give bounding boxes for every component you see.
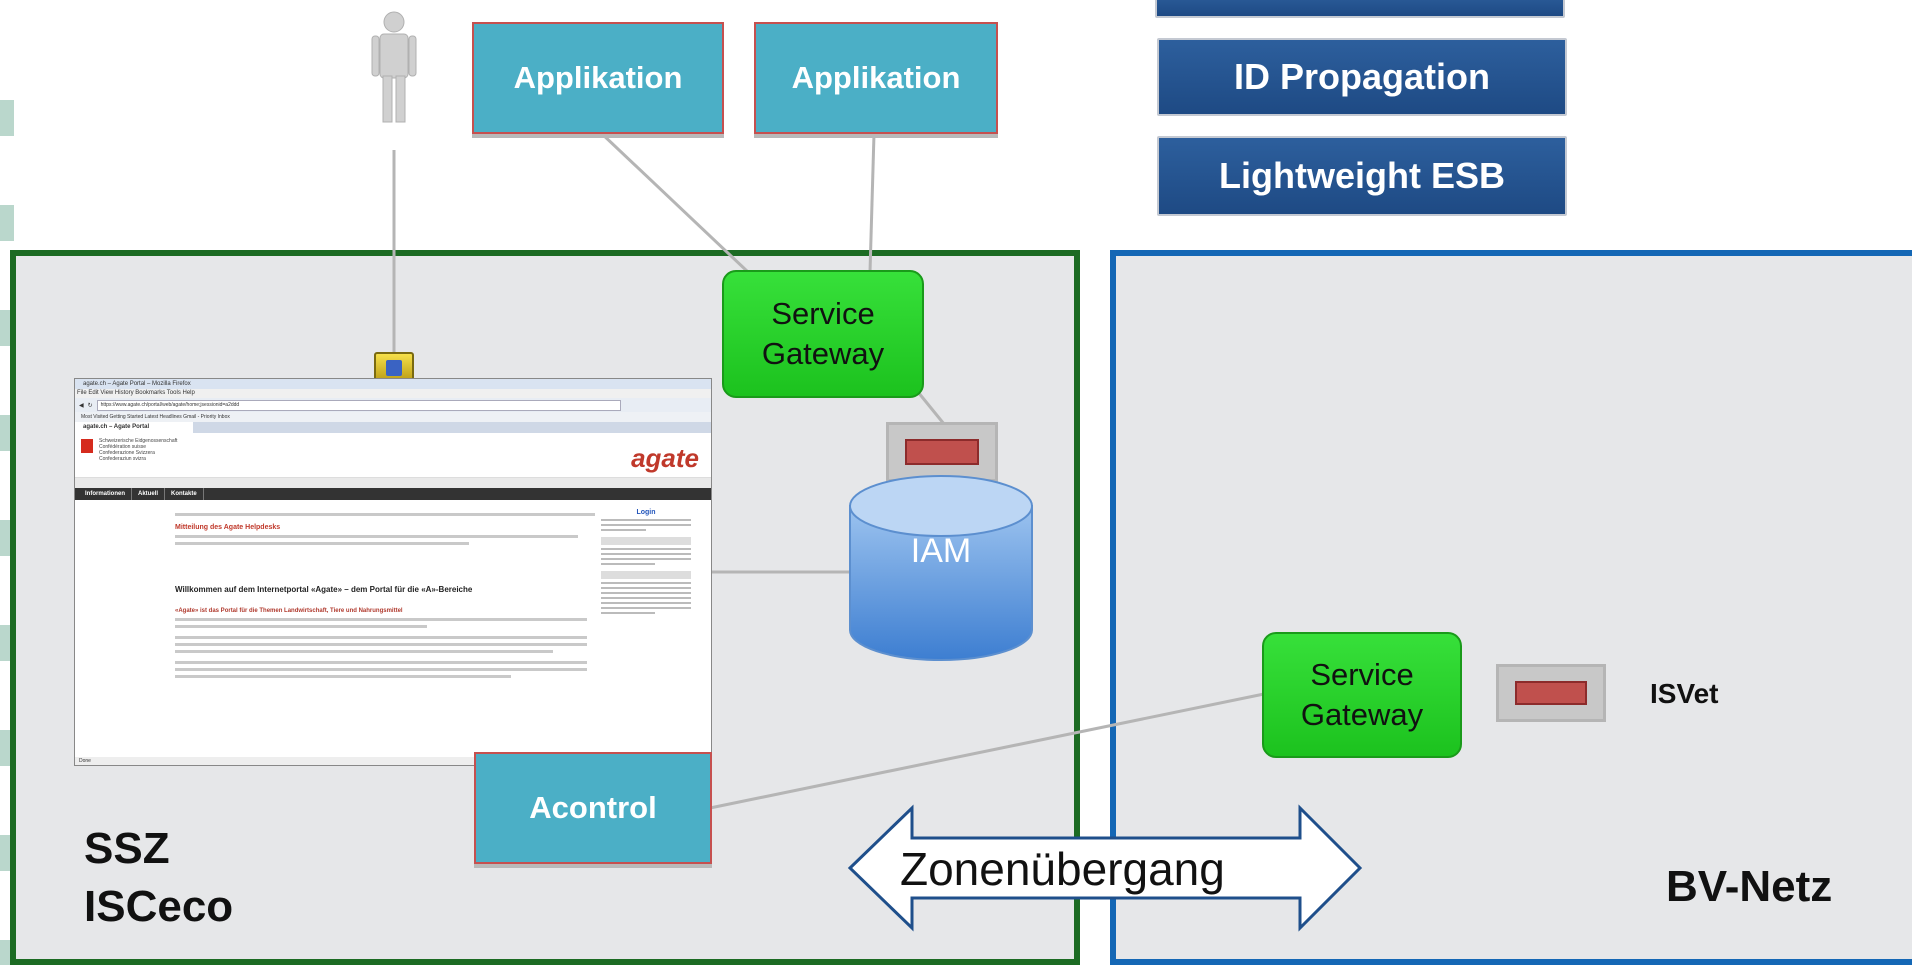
- nav-aktuell: Aktuell: [132, 488, 166, 500]
- lightweight-esb-button[interactable]: Lightweight ESB: [1157, 136, 1567, 216]
- bv-netz-label: BV-Netz: [1666, 862, 1833, 911]
- app2-gateway-line: [868, 133, 876, 273]
- gateway-iam-line: [916, 391, 946, 425]
- portal-header: Schweizerische Eidgenossenschaft Confédé…: [75, 433, 711, 478]
- gateway-label-line2: Gateway: [761, 336, 885, 371]
- service-gateway-bv[interactable]: Service Gateway: [1262, 632, 1462, 758]
- browser-tab: agate.ch – Agate Portal: [75, 422, 193, 433]
- gateway-label-line1: Service: [771, 296, 875, 331]
- ssz-label: SSZ ISCeco: [84, 824, 234, 931]
- browser-menu: File Edit View History Bookmarks Tools H…: [75, 389, 711, 398]
- browser-url: https://www.agate.ch/portal/web/agate/ho…: [96, 399, 621, 411]
- swiss-crest-icon: [81, 439, 93, 453]
- top-cut-button: [1155, 0, 1565, 18]
- nav-kontakte: Kontakte: [165, 488, 204, 500]
- isvet-red-marker: [1496, 664, 1606, 722]
- acontrol-box[interactable]: Acontrol: [474, 752, 712, 864]
- portal-toolbar: [75, 478, 711, 488]
- app1-gateway-line: [598, 130, 750, 274]
- gateway-label-line1: Service: [1310, 657, 1414, 692]
- iam-label: IAM: [910, 532, 972, 570]
- browser-bookmarks: Most Visited Getting Started Latest Head…: [75, 412, 711, 422]
- back-icon: ◀: [79, 402, 84, 409]
- application-box-2[interactable]: Applikation: [754, 22, 998, 134]
- id-propagation-button[interactable]: ID Propagation: [1157, 38, 1567, 116]
- portal-sidebar: Login: [601, 509, 691, 617]
- isvet-label: ISVet: [1650, 678, 1719, 709]
- acontrol-gateway-line: [709, 692, 1265, 810]
- iam-red-marker: [886, 422, 998, 482]
- browser-status: Done: [75, 757, 711, 765]
- zone-transition-label: Zonenübergang: [900, 843, 1225, 895]
- service-gateway-ssz[interactable]: Service Gateway: [722, 270, 924, 398]
- helpdesk-heading: Mitteilung des Agate Helpdesks: [175, 524, 281, 531]
- login-link: Login: [636, 509, 656, 516]
- portal-topics-heading: «Agate» ist das Portal für die Themen La…: [175, 608, 403, 614]
- gateway-label-line2: Gateway: [1300, 697, 1424, 732]
- portal-navbar: Informationen Aktuell Kontakte: [75, 488, 711, 500]
- agate-logo: agate: [631, 443, 699, 473]
- browser-tabs: agate.ch – Agate Portal: [75, 422, 711, 433]
- browser-navbar: ◀ ↻ https://www.agate.ch/portal/web/agat…: [75, 398, 711, 412]
- federation-names: Schweizerische Eidgenossenschaft Confédé…: [99, 438, 178, 462]
- reload-icon: ↻: [87, 402, 93, 409]
- agate-portal-screenshot: agate.ch – Agate Portal – Mozilla Firefo…: [74, 378, 712, 766]
- nav-informationen: Informationen: [79, 488, 132, 500]
- welcome-heading: Willkommen auf dem Internetportal «Agate…: [175, 585, 473, 594]
- application-box-1[interactable]: Applikation: [472, 22, 724, 134]
- browser-title: agate.ch – Agate Portal – Mozilla Firefo…: [75, 379, 711, 389]
- portal-content: Mitteilung des Agate Helpdesks Willkomme…: [175, 509, 595, 682]
